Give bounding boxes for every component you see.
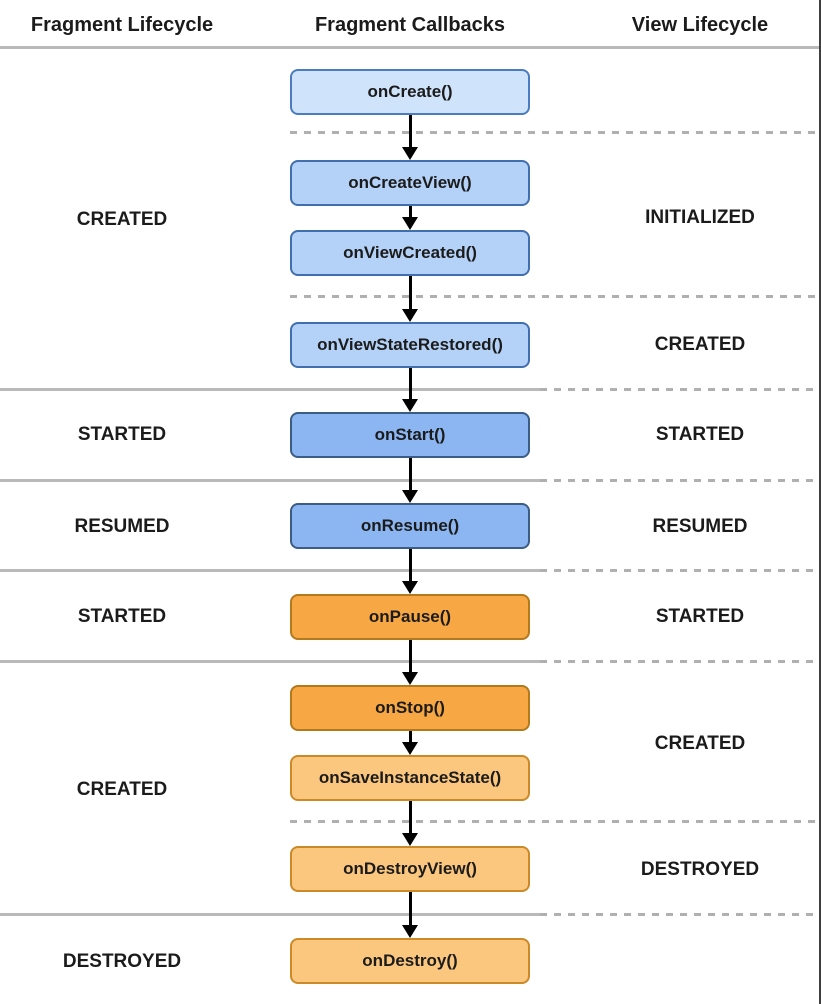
- fragment-state-divider-solid: [0, 479, 540, 482]
- view-state-divider-dashed: [290, 820, 819, 823]
- callback-box-onpause: onPause(): [290, 594, 530, 640]
- fragment-state-started: STARTED: [77, 424, 167, 445]
- arrow-head-icon: [402, 399, 418, 412]
- view-state-divider-dashed: [540, 913, 819, 916]
- arrow-head-icon: [402, 147, 418, 160]
- callback-box-onresume: onResume(): [290, 503, 530, 549]
- flow-arrow: [402, 206, 418, 230]
- view-state-initialized: INITIALIZED: [645, 207, 755, 228]
- flow-arrow: [402, 640, 418, 685]
- view-state-divider-dashed: [290, 131, 819, 134]
- callback-box-onstop: onStop(): [290, 685, 530, 731]
- column-title-fragment-lifecycle: Fragment Lifecycle: [30, 14, 214, 36]
- fragment-state-resumed: RESUMED: [74, 516, 170, 537]
- arrow-head-icon: [402, 581, 418, 594]
- view-state-divider-dashed: [290, 295, 819, 298]
- view-state-divider-dashed: [540, 388, 819, 391]
- flow-arrow: [402, 801, 418, 846]
- view-state-divider-dashed: [540, 479, 819, 482]
- flow-arrow: [402, 115, 418, 160]
- view-state-divider-dashed: [540, 569, 819, 572]
- arrow-shaft: [408, 640, 412, 672]
- callback-box-onviewstaterestored: onViewStateRestored(): [290, 322, 530, 368]
- flow-arrow: [402, 368, 418, 412]
- arrow-shaft: [408, 276, 412, 309]
- view-state-started-2: STARTED: [655, 606, 745, 627]
- callback-box-oncreateview: onCreateView(): [290, 160, 530, 206]
- callback-box-ondestroy: onDestroy(): [290, 938, 530, 984]
- fragment-state-created-2: CREATED: [76, 779, 168, 800]
- arrow-shaft: [408, 368, 412, 399]
- fragment-state-divider-solid: [0, 569, 540, 572]
- arrow-shaft: [408, 115, 412, 147]
- view-state-created-2: CREATED: [654, 733, 746, 754]
- arrow-shaft: [408, 731, 412, 742]
- arrow-head-icon: [402, 490, 418, 503]
- fragment-state-destroyed: DESTROYED: [62, 951, 182, 972]
- arrow-head-icon: [402, 925, 418, 938]
- fragment-state-created: CREATED: [76, 209, 168, 230]
- flow-arrow: [402, 892, 418, 938]
- arrow-head-icon: [402, 217, 418, 230]
- flow-arrow: [402, 731, 418, 755]
- view-state-started: STARTED: [655, 424, 745, 445]
- column-title-fragment-callbacks: Fragment Callbacks: [314, 14, 506, 36]
- flow-arrow: [402, 549, 418, 594]
- callback-box-ondestroyview: onDestroyView(): [290, 846, 530, 892]
- arrow-head-icon: [402, 833, 418, 846]
- fragment-state-divider-solid: [0, 388, 540, 391]
- arrow-shaft: [408, 549, 412, 581]
- callback-box-oncreate: onCreate(): [290, 69, 530, 115]
- callback-box-onsaveinstancestate: onSaveInstanceState(): [290, 755, 530, 801]
- fragment-state-divider-solid: [0, 660, 540, 663]
- arrow-shaft: [408, 892, 412, 925]
- arrow-head-icon: [402, 672, 418, 685]
- view-state-divider-dashed: [540, 660, 819, 663]
- header-divider: [0, 46, 819, 49]
- column-title-view-lifecycle: View Lifecycle: [631, 14, 769, 36]
- callback-box-onstart: onStart(): [290, 412, 530, 458]
- fragment-state-started-2: STARTED: [77, 606, 167, 627]
- callback-box-onviewcreated: onViewCreated(): [290, 230, 530, 276]
- view-state-destroyed: DESTROYED: [640, 859, 760, 880]
- view-state-resumed: RESUMED: [652, 516, 748, 537]
- arrow-head-icon: [402, 742, 418, 755]
- view-state-created: CREATED: [654, 334, 746, 355]
- fragment-state-divider-solid: [0, 913, 540, 916]
- arrow-shaft: [408, 801, 412, 833]
- arrow-shaft: [408, 206, 412, 217]
- arrow-shaft: [408, 458, 412, 490]
- arrow-head-icon: [402, 309, 418, 322]
- flow-arrow: [402, 276, 418, 322]
- flow-arrow: [402, 458, 418, 503]
